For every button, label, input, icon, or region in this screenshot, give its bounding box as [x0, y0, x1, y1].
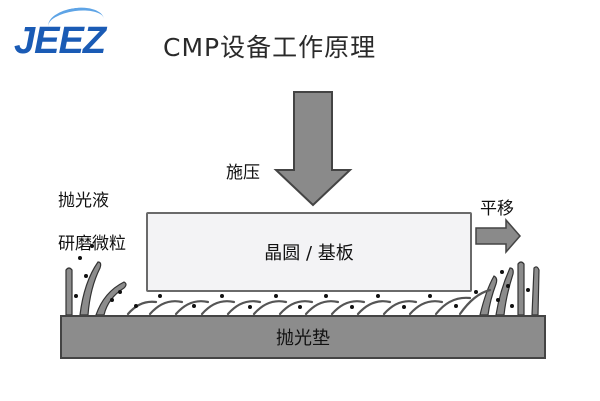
translation-arrow [475, 218, 521, 254]
pressure-arrow [273, 91, 353, 207]
pad-label: 抛光垫 [276, 328, 330, 349]
abrasive-particles [74, 244, 530, 309]
translation-label: 平移 [480, 199, 514, 219]
slurry-label: 抛光液 [58, 191, 109, 211]
wafer-label: 晶圆 / 基板 [264, 243, 354, 264]
wafer-substrate: 晶圆 / 基板 [146, 212, 472, 292]
particle-label: 研磨微粒 [58, 234, 126, 254]
pad-surface-fibers [126, 288, 492, 316]
brand-logo: JEEZ [14, 20, 106, 62]
polishing-pad: 抛光垫 [60, 315, 546, 359]
pressure-label: 施压 [226, 163, 260, 183]
page-title: CMP设备工作原理 [163, 33, 377, 62]
pad-fibers [65, 261, 540, 316]
